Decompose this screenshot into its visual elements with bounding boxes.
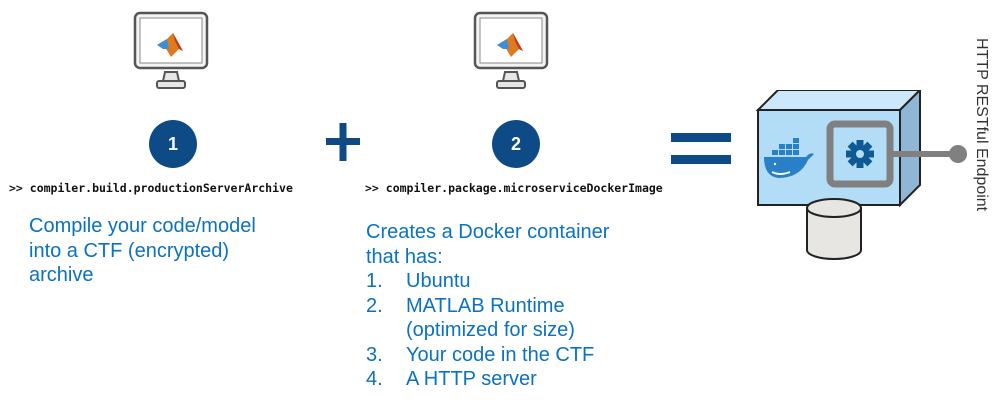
step-2-badge: 2 bbox=[492, 120, 540, 168]
step-2-number: 2 bbox=[510, 133, 521, 154]
list-item: 1. Ubuntu bbox=[366, 270, 471, 292]
equals-icon bbox=[671, 133, 731, 164]
plus-icon bbox=[326, 123, 360, 161]
step-2-command: >> compiler.package.microserviceDockerIm… bbox=[365, 181, 663, 195]
endpoint-connector-icon bbox=[893, 145, 967, 163]
database-icon bbox=[806, 198, 862, 260]
docker-container-diagram bbox=[755, 90, 967, 260]
matlab-monitor-icon-2 bbox=[473, 11, 549, 98]
list-item: 2. MATLAB Runtime (optimized for size) bbox=[366, 294, 575, 342]
docker-whale-icon bbox=[764, 138, 814, 178]
list-item: 3. Your code in the CTF bbox=[366, 343, 595, 366]
step-1-description: Compile your code/model into a CTF (encr… bbox=[29, 215, 256, 286]
step-1-badge: 1 bbox=[149, 120, 197, 168]
step-1-command: >> compiler.build.productionServerArchiv… bbox=[9, 181, 293, 195]
list-item: 4. A HTTP server bbox=[366, 368, 537, 390]
container-contents-list: 1. Ubuntu 2. MATLAB Runtime (optimized f… bbox=[366, 269, 609, 392]
step-1-number: 1 bbox=[167, 133, 178, 154]
step-2-description: Creates a Docker container that has: 1. … bbox=[366, 221, 610, 392]
gear-icon bbox=[846, 140, 874, 168]
matlab-monitor-icon-1 bbox=[133, 11, 209, 98]
http-restful-endpoint-label: HTTP RESTful Endpoint bbox=[973, 38, 990, 212]
